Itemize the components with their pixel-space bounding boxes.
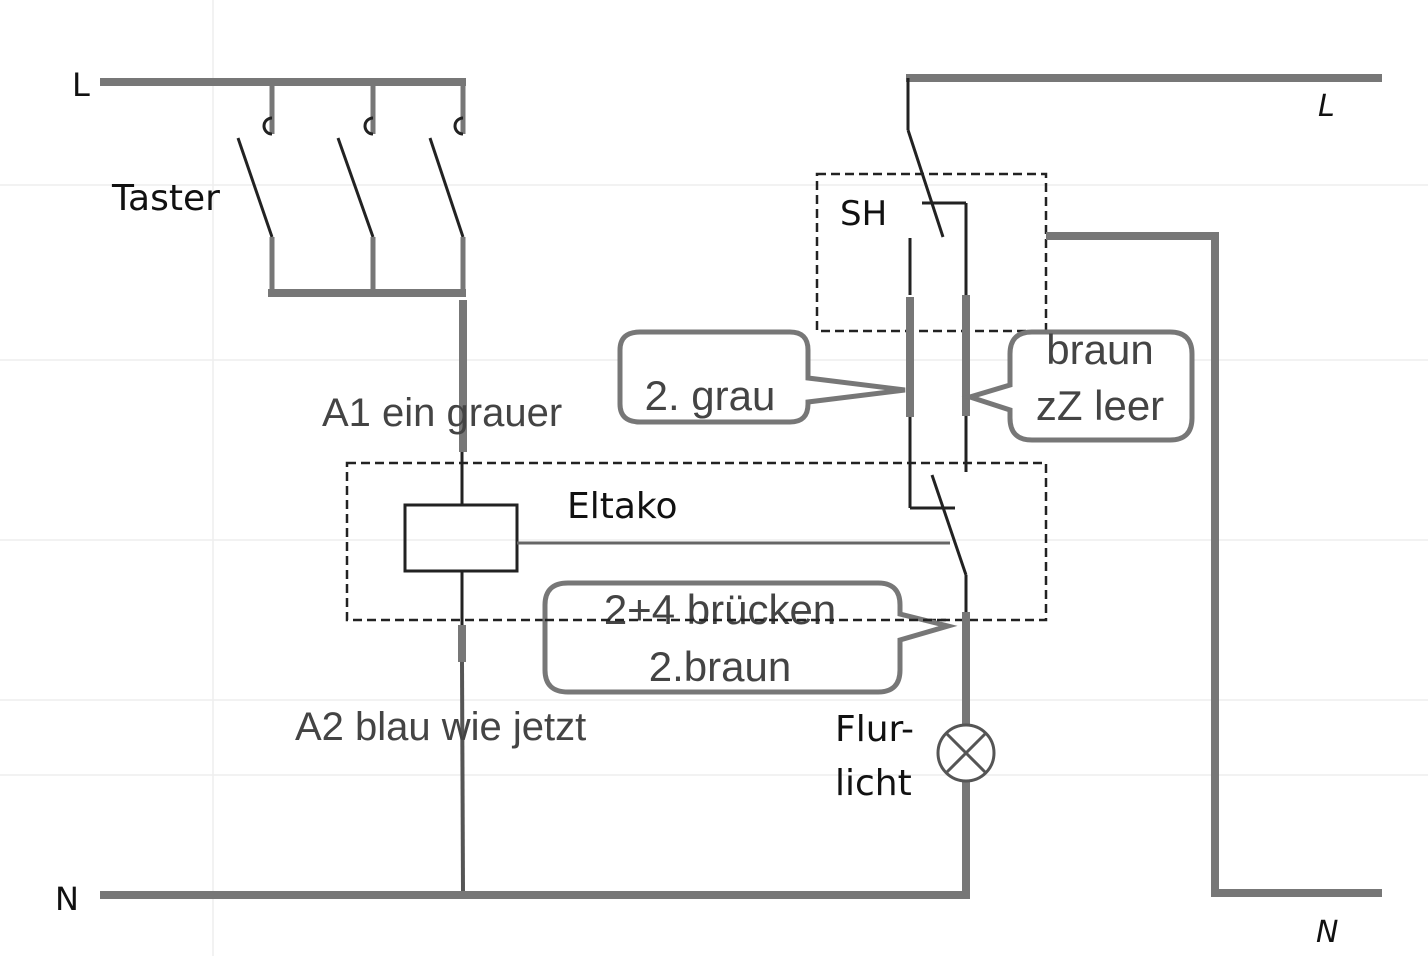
callout-grau: 2. grau	[617, 329, 906, 425]
push-button-3	[428, 82, 466, 293]
label-n-right: N	[1316, 915, 1338, 950]
callout-bruecken: 2+4 brücken 2.braun	[542, 580, 958, 695]
label-sh: SH	[840, 194, 887, 234]
callout-braun: braun zZ leer	[961, 326, 1195, 443]
label-l-right: L	[1318, 89, 1335, 124]
n-wire-right	[1046, 232, 1382, 897]
lamp-icon	[936, 723, 996, 783]
taster-switches	[236, 82, 466, 297]
push-button-1	[236, 82, 275, 293]
label-flurlicht-2: licht	[835, 763, 912, 804]
relay-coil	[403, 503, 519, 573]
callout-braun-text-1: braun	[1046, 326, 1153, 373]
label-a1: A1 ein grauer	[322, 391, 562, 435]
eltako-contact	[930, 474, 968, 576]
a2-wire	[460, 661, 465, 894]
label-taster: Taster	[111, 178, 220, 219]
label-flurlicht-1: Flur-	[835, 709, 914, 750]
label-eltako: Eltako	[567, 486, 678, 527]
callout-bruecken-text-1: 2+4 brücken	[604, 586, 836, 633]
callout-braun-text-2: zZ leer	[1036, 382, 1164, 429]
callout-grau-text: 2. grau	[645, 372, 776, 419]
sh-contact	[906, 78, 968, 295]
sh-box	[815, 172, 1048, 333]
callout-bruecken-text-2: 2.braun	[649, 643, 791, 690]
label-n-left: N	[55, 880, 79, 918]
push-button-2	[336, 82, 376, 293]
label-a2: A2 blau wie jetzt	[295, 705, 586, 749]
label-l-left: L	[72, 66, 90, 104]
